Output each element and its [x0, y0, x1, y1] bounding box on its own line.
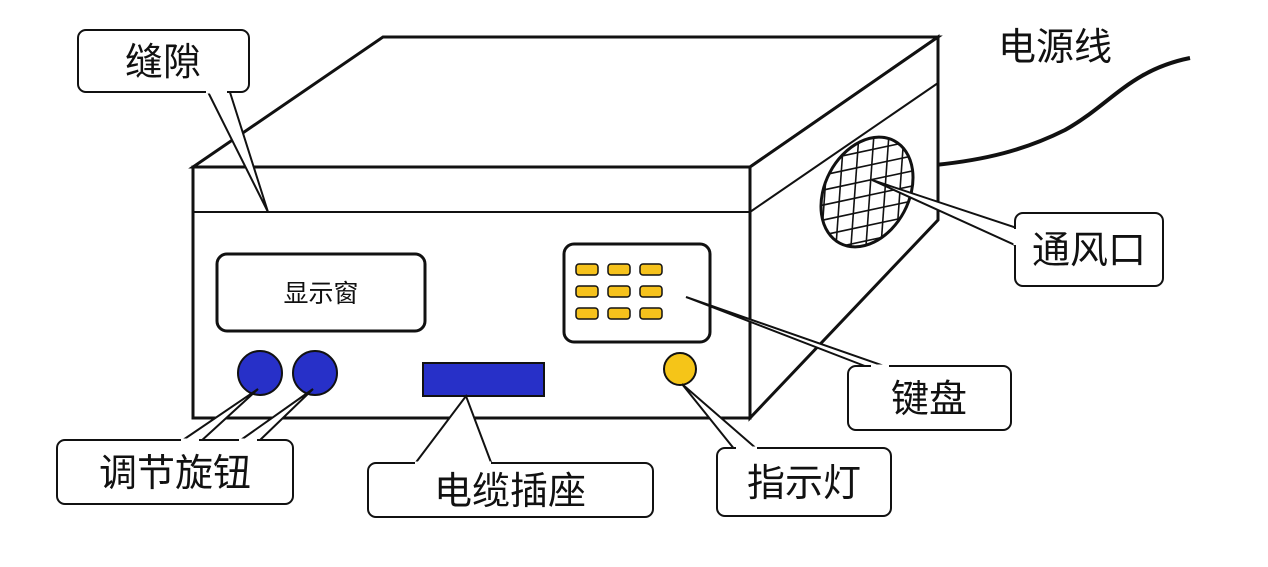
callout-socket-label: 电缆插座 — [434, 469, 586, 513]
keypad-frame — [562, 242, 712, 344]
callout-socket: 电缆插座 — [367, 393, 654, 518]
callout-knobs: 调节旋钮 — [56, 388, 314, 505]
power-cord — [934, 56, 1191, 167]
callout-keypad-pointer — [685, 296, 891, 369]
display-window-label: 显示窗 — [283, 279, 358, 308]
callout-indicator-pointer — [681, 383, 759, 451]
keypad-key — [639, 285, 663, 298]
gap-seam-side — [749, 82, 939, 213]
callout-gap: 缝隙 — [77, 29, 269, 213]
keypad-key — [575, 285, 599, 298]
callout-gap-label: 缝隙 — [125, 40, 201, 84]
callout-socket-box — [367, 462, 654, 518]
callout-indicator-label: 指示灯 — [747, 461, 861, 505]
keypad-key — [639, 263, 663, 276]
callout-knobs-box — [56, 439, 294, 505]
callout-indicator-box — [716, 447, 892, 517]
keypad-key — [575, 263, 599, 276]
indicator-light — [663, 352, 697, 386]
keypad — [562, 242, 712, 344]
callout-keypad-box — [847, 365, 1012, 431]
power-cord-label: 电源线 — [998, 25, 1112, 69]
callout-vent-label: 通风口 — [1032, 228, 1146, 272]
display-window — [215, 252, 427, 333]
keypad-key — [607, 307, 631, 320]
keypad-key — [607, 263, 631, 276]
adjust-knob-right — [292, 350, 338, 396]
callout-vent-pointer — [871, 179, 1018, 247]
callout-gap-pointer — [204, 85, 269, 213]
callout-keypad: 键盘 — [685, 296, 1012, 431]
callout-knobs-pointer-b — [237, 388, 314, 443]
cable-socket — [422, 362, 545, 397]
callout-indicator: 指示灯 — [681, 383, 892, 517]
keypad-key — [575, 307, 599, 320]
callout-socket-pointer — [413, 393, 493, 466]
callout-keypad-label: 键盘 — [891, 377, 967, 421]
adjust-knob-left — [237, 350, 283, 396]
callout-knobs-label: 调节旋钮 — [99, 451, 251, 495]
keypad-key — [639, 307, 663, 320]
keypad-key — [607, 285, 631, 298]
callout-vent: 通风口 — [871, 179, 1164, 287]
callout-vent-box — [1014, 212, 1164, 287]
callout-gap-box — [77, 29, 250, 93]
callout-knobs-pointer-a — [179, 388, 259, 443]
